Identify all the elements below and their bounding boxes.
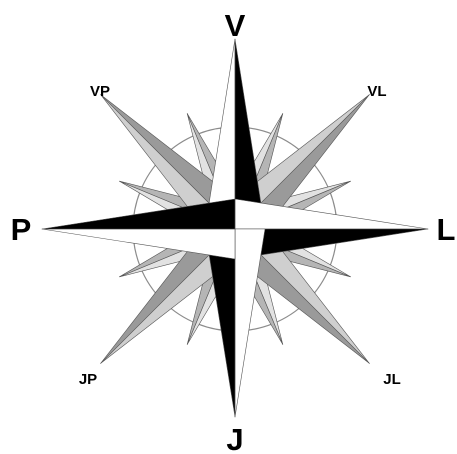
label-north: V bbox=[225, 8, 246, 43]
label-northeast: VL bbox=[367, 83, 386, 100]
label-northwest: VP bbox=[90, 83, 110, 100]
label-south: J bbox=[226, 422, 243, 454]
cardinal-point-4-half-a bbox=[42, 229, 235, 259]
label-southeast: JL bbox=[383, 371, 401, 388]
label-east: L bbox=[437, 212, 456, 247]
label-west: P bbox=[11, 212, 32, 247]
label-southwest: JP bbox=[79, 371, 97, 388]
cardinal-point-4-half-b bbox=[42, 199, 235, 229]
cardinal-point-3-half-a bbox=[235, 229, 265, 417]
cardinal-point-2-half-a bbox=[235, 199, 428, 229]
